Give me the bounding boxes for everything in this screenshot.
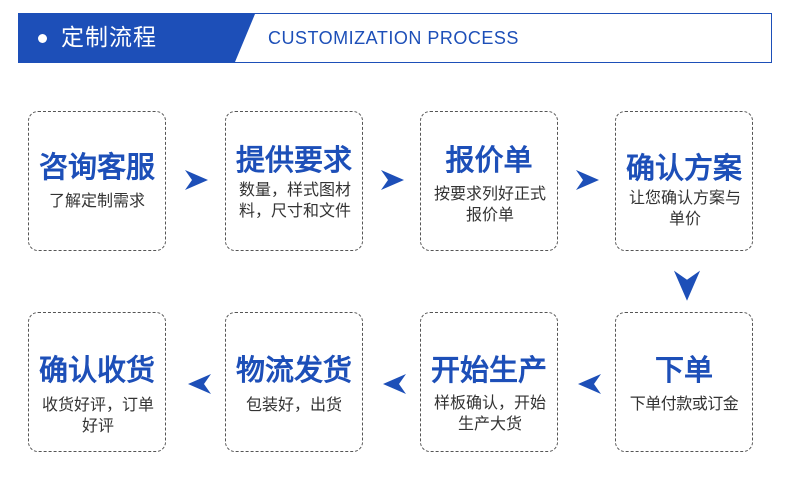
step-card-requirements: 提供要求 数量，样式图材料，尺寸和文件 xyxy=(225,111,363,251)
arrow-right-icon xyxy=(576,170,599,190)
step-desc: 收货好评，订单好评 xyxy=(41,395,154,435)
step-title: 确认方案 xyxy=(625,151,742,185)
step-desc: 让您确认方案与单价 xyxy=(628,188,741,228)
section-header: 定制流程 CUSTOMIZATION PROCESS xyxy=(18,13,772,63)
header-title: 定制流程 xyxy=(61,25,157,51)
step-desc: 样板确认，开始生产大货 xyxy=(433,393,546,433)
step-desc: 包装好，出货 xyxy=(245,395,342,414)
step-title: 开始生产 xyxy=(430,353,547,387)
step-desc: 下单付款或订金 xyxy=(629,394,739,413)
step-desc: 数量，样式图材料，尺寸和文件 xyxy=(238,180,351,220)
header-subtitle: CUSTOMIZATION PROCESS xyxy=(268,28,519,48)
step-card-quote: 报价单 按要求列好正式报价单 xyxy=(420,111,558,251)
step-card-confirm-plan: 确认方案 让您确认方案与单价 xyxy=(615,111,753,251)
step-title: 报价单 xyxy=(445,143,533,177)
header-tab xyxy=(19,14,235,62)
step-title: 物流发货 xyxy=(235,353,352,387)
step-card-order: 下单 下单付款或订金 xyxy=(615,312,753,452)
step-desc: 了解定制需求 xyxy=(48,191,145,210)
step-card-confirm-receipt: 确认收货 收货好评，订单好评 xyxy=(28,312,166,452)
arrow-right-icon xyxy=(185,170,208,190)
step-card-production: 开始生产 样板确认，开始生产大货 xyxy=(420,312,558,452)
step-card-shipping: 物流发货 包装好，出货 xyxy=(225,312,363,452)
arrow-down-icon xyxy=(673,270,701,301)
step-title: 咨询客服 xyxy=(38,150,155,184)
header-tab-slant xyxy=(235,14,255,62)
step-title: 下单 xyxy=(654,353,713,387)
arrow-left-icon xyxy=(578,374,601,394)
step-title: 提供要求 xyxy=(235,143,352,177)
bullet-icon xyxy=(38,34,47,43)
arrow-left-icon xyxy=(188,374,211,394)
arrow-left-icon xyxy=(383,374,406,394)
arrow-right-icon xyxy=(381,170,404,190)
step-card-consult: 咨询客服 了解定制需求 xyxy=(28,111,166,251)
step-title: 确认收货 xyxy=(38,353,155,387)
step-desc: 按要求列好正式报价单 xyxy=(433,184,546,224)
